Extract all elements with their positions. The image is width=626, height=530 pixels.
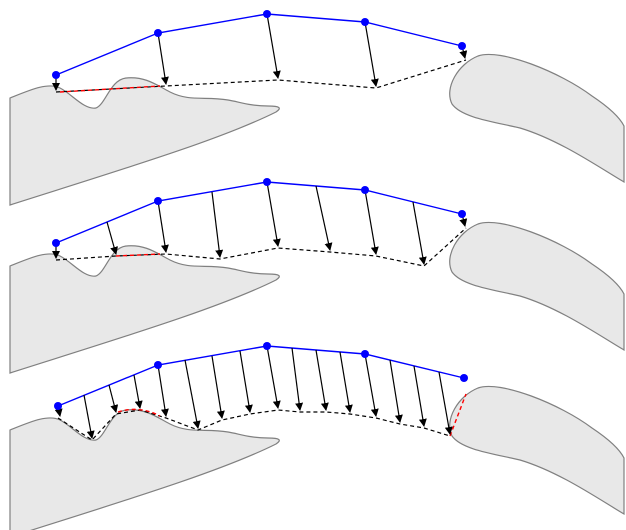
projection-arrow [339,351,353,413]
projected-polyline [55,59,467,93]
projection-arrow [364,21,379,87]
left-surface [9,409,280,530]
projection-arrow [412,201,427,265]
control-point [263,178,271,186]
projection-arrow [291,347,304,411]
projection-arrow [364,353,379,417]
projection-arrow [315,185,333,251]
right-surface [449,385,625,516]
left-surface [9,77,280,206]
panel-3 [9,342,625,530]
control-point [154,361,162,369]
projection-arrow [133,374,143,409]
control-point [361,186,369,194]
control-points [52,178,466,247]
projection-arrows [54,345,453,439]
panel-2 [9,178,625,374]
control-point [263,342,271,350]
projection-arrow [413,365,427,427]
projection-arrow [266,181,281,247]
projection-arrow [157,364,169,417]
projection-arrow [266,13,281,79]
control-point [263,10,271,18]
control-points [52,10,466,79]
projection-arrows [52,13,468,91]
right-surface [449,53,625,184]
projection-arrow [106,221,118,255]
projection-arrow [211,191,224,258]
control-polygon [55,181,463,244]
control-point [361,18,369,26]
control-point [460,374,468,382]
control-polygon [55,13,463,76]
control-point [54,402,62,410]
projection-arrow [266,345,281,409]
projection-arrow [157,32,169,85]
control-point [52,239,60,247]
violation-segment [117,408,161,417]
control-points [54,342,468,410]
panel-1 [9,10,625,206]
control-polygon [57,345,465,407]
projection-arrow [211,355,225,419]
projection-arrow [239,350,253,413]
left-surface [9,245,280,374]
projection-arrow [108,384,119,413]
violation-segment [59,85,161,93]
projection-arrow [438,371,453,435]
projection-arrow [83,394,95,439]
projection-arrow [157,200,169,253]
control-point [154,197,162,205]
projection-arrow [389,359,403,423]
projection-arrow [184,359,201,429]
control-point [52,71,60,79]
violation-segment [115,253,161,257]
control-point [458,42,466,50]
control-point [154,29,162,37]
projection-arrow [315,349,329,411]
control-point [361,350,369,358]
projection-arrow [364,189,379,255]
control-point [458,210,466,218]
right-surface [449,221,625,352]
